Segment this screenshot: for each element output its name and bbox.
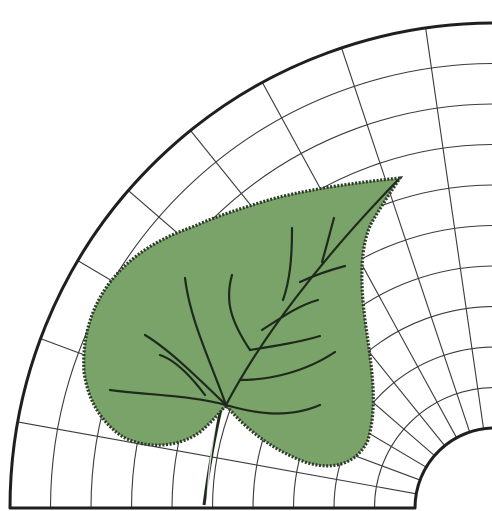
grid-radial-line [426,28,484,429]
leaf-blade [84,178,400,466]
leaf [84,178,400,505]
